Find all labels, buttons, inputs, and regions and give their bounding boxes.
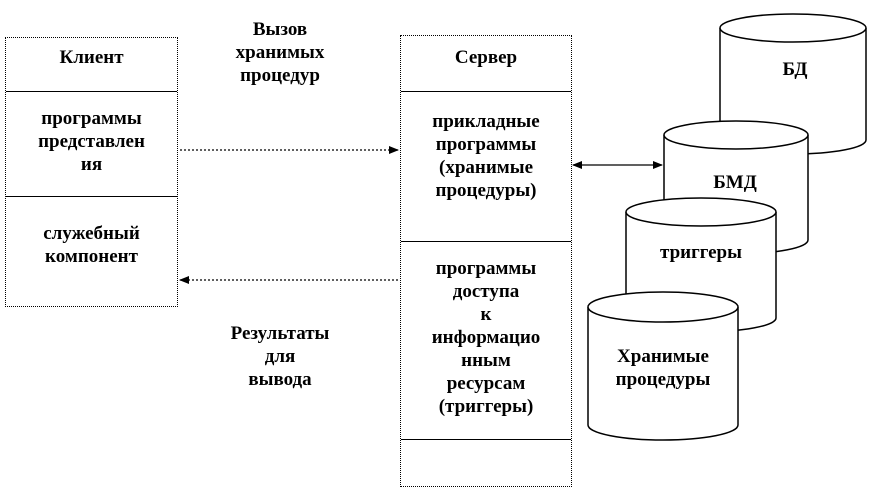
server-divider-2 bbox=[401, 241, 571, 242]
metadata-db-label: БМД bbox=[713, 172, 757, 193]
client-presentation-programs: программы представлен ия bbox=[38, 108, 145, 175]
client-title: Клиент bbox=[59, 47, 124, 68]
server-access-programs: программы доступа к информацио нным ресу… bbox=[431, 258, 541, 417]
server-applied-programs: прикладные программы (хранимые процедуры… bbox=[432, 111, 540, 201]
stored-procedures-label: Хранимые процедуры bbox=[615, 346, 711, 390]
server-divider-1 bbox=[401, 91, 571, 92]
stored-procedures-cylinder bbox=[587, 291, 739, 441]
server-divider-3 bbox=[401, 439, 571, 440]
call-stored-procedures-label: Вызов хранимых процедур bbox=[235, 19, 325, 86]
server-box bbox=[400, 35, 572, 487]
client-divider-1 bbox=[6, 91, 177, 92]
client-box bbox=[5, 37, 178, 307]
triggers-label: триггеры bbox=[660, 242, 742, 263]
client-divider-2 bbox=[6, 196, 177, 197]
client-service-component: служебный компонент bbox=[43, 223, 140, 267]
db-label: БД bbox=[782, 59, 808, 80]
server-title: Сервер bbox=[454, 47, 518, 68]
results-for-output-label: Результаты для вывода bbox=[230, 323, 330, 390]
